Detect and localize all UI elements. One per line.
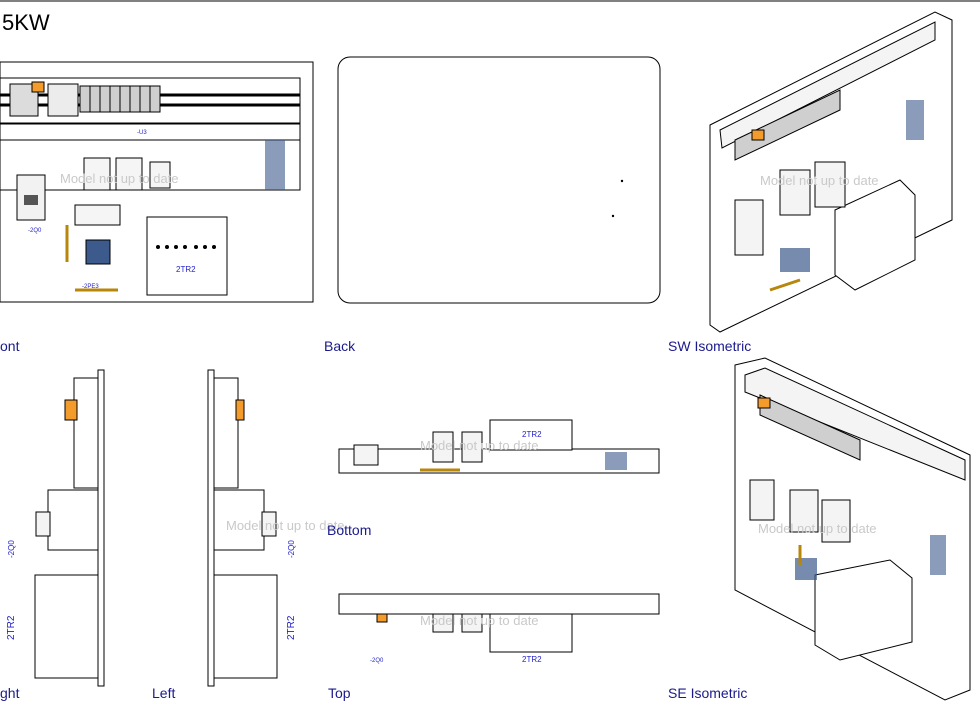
left-tag-2q0: -2Q0 <box>287 540 296 558</box>
front-contactor-1 <box>83 157 111 191</box>
se-watermark: Model not up to date <box>758 521 877 536</box>
right-contactor <box>47 489 99 551</box>
front-module <box>74 204 121 226</box>
top-panel <box>338 593 660 615</box>
left-view[interactable]: -2Q0 2TR2 Model not up to date <box>207 369 345 687</box>
bottom-watermark: Model not up to date <box>420 438 539 453</box>
right-terminal <box>64 399 78 421</box>
front-cable-gland <box>265 140 285 190</box>
label-sw-isometric: SW Isometric <box>668 338 752 354</box>
front-terminals <box>9 81 161 117</box>
sw-contactor-2 <box>814 161 846 208</box>
right-breaker <box>35 511 51 537</box>
top-tag-2tr2: 2TR2 <box>522 655 542 664</box>
front-breaker-handle <box>24 195 38 205</box>
front-tag-u3: -U3 <box>137 130 147 136</box>
se-contactor-2 <box>821 499 851 543</box>
front-relay <box>149 161 171 189</box>
label-se-isometric: SE Isometric <box>668 685 748 701</box>
bottom-view[interactable]: 2TR2 Model not up to date <box>338 419 660 474</box>
sw-terminals <box>734 89 841 161</box>
se-contactor-1 <box>789 489 819 533</box>
se-breaker <box>749 479 775 521</box>
front-contactor-2 <box>115 157 143 191</box>
sw-watermark: Model not up to date <box>760 173 879 188</box>
back-hole-2 <box>611 214 615 218</box>
front-tag-2pe3: -2PE3 <box>82 284 99 290</box>
top-contactor-2 <box>461 613 483 633</box>
left-contactor <box>213 489 265 551</box>
top-tag-2q0: -2Q0 <box>370 658 384 664</box>
front-watermark: Model not up to date <box>60 171 179 186</box>
label-bottom: Bottom <box>327 522 372 538</box>
bottom-breaker <box>353 444 379 466</box>
se-transformer <box>814 559 913 661</box>
front-tag-2q0: -2Q0 <box>28 228 42 234</box>
left-duct <box>213 377 239 489</box>
se-gland <box>930 535 946 575</box>
right-panel-edge <box>97 369 105 687</box>
label-top: Top <box>328 685 351 701</box>
front-view[interactable]: 2TR2 -2Q0 -2PE3 -U3 Model not up to date <box>0 61 314 303</box>
back-hole-1 <box>620 179 624 183</box>
sw-isometric-view[interactable]: Model not up to date <box>709 11 953 333</box>
front-transformer-terminals <box>156 245 216 249</box>
sw-breaker <box>734 199 764 256</box>
drawing-title: 5KW <box>2 10 50 35</box>
top-view[interactable]: 2TR2 -2Q0 Model not up to date <box>338 593 660 664</box>
bottom-tag-2tr2: 2TR2 <box>522 430 542 439</box>
right-duct <box>73 377 99 489</box>
label-front: ont <box>0 338 20 354</box>
left-watermark: Model not up to date <box>226 518 345 533</box>
sw-terminal-highlight <box>751 129 765 141</box>
se-isometric-view[interactable]: Model not up to date <box>734 357 971 701</box>
top-terminal <box>376 613 388 623</box>
left-breaker <box>261 511 277 537</box>
front-transformer <box>146 216 228 296</box>
se-terminal-highlight <box>757 397 771 409</box>
label-back: Back <box>324 338 356 354</box>
front-duct-vertical <box>0 139 301 191</box>
sw-contactor-1 <box>779 169 811 216</box>
se-terminal-block <box>795 558 817 580</box>
label-left: Left <box>152 685 176 701</box>
back-panel-outline <box>337 56 661 304</box>
bottom-contactor-1 <box>432 431 454 463</box>
top-transformer <box>489 613 573 653</box>
sw-terminal-block <box>780 248 810 272</box>
label-right: ght <box>0 685 20 701</box>
right-tag-2tr2: 2TR2 <box>6 615 17 640</box>
right-tag-2q0: -2Q0 <box>7 540 16 558</box>
left-tag-2tr2: 2TR2 <box>286 615 297 640</box>
bottom-gland <box>605 452 627 470</box>
back-view[interactable] <box>337 56 661 304</box>
front-duct <box>0 123 301 141</box>
front-transformer-label: 2TR2 <box>176 265 196 274</box>
sw-transformer <box>834 179 916 291</box>
sw-wire <box>769 278 801 292</box>
right-view[interactable]: -2Q0 2TR2 <box>6 369 105 687</box>
top-contactor-1 <box>432 613 454 633</box>
left-terminal <box>235 399 245 421</box>
left-panel-edge <box>207 369 215 687</box>
top-watermark: Model not up to date <box>420 613 539 628</box>
left-transformer <box>213 574 278 679</box>
sw-duct-top <box>719 21 936 149</box>
sw-gland <box>906 100 924 140</box>
bottom-contactor-2 <box>461 431 483 463</box>
se-duct-top <box>744 367 966 481</box>
front-terminal-block <box>85 239 111 265</box>
bottom-transformer <box>489 419 573 451</box>
right-transformer <box>34 574 99 679</box>
